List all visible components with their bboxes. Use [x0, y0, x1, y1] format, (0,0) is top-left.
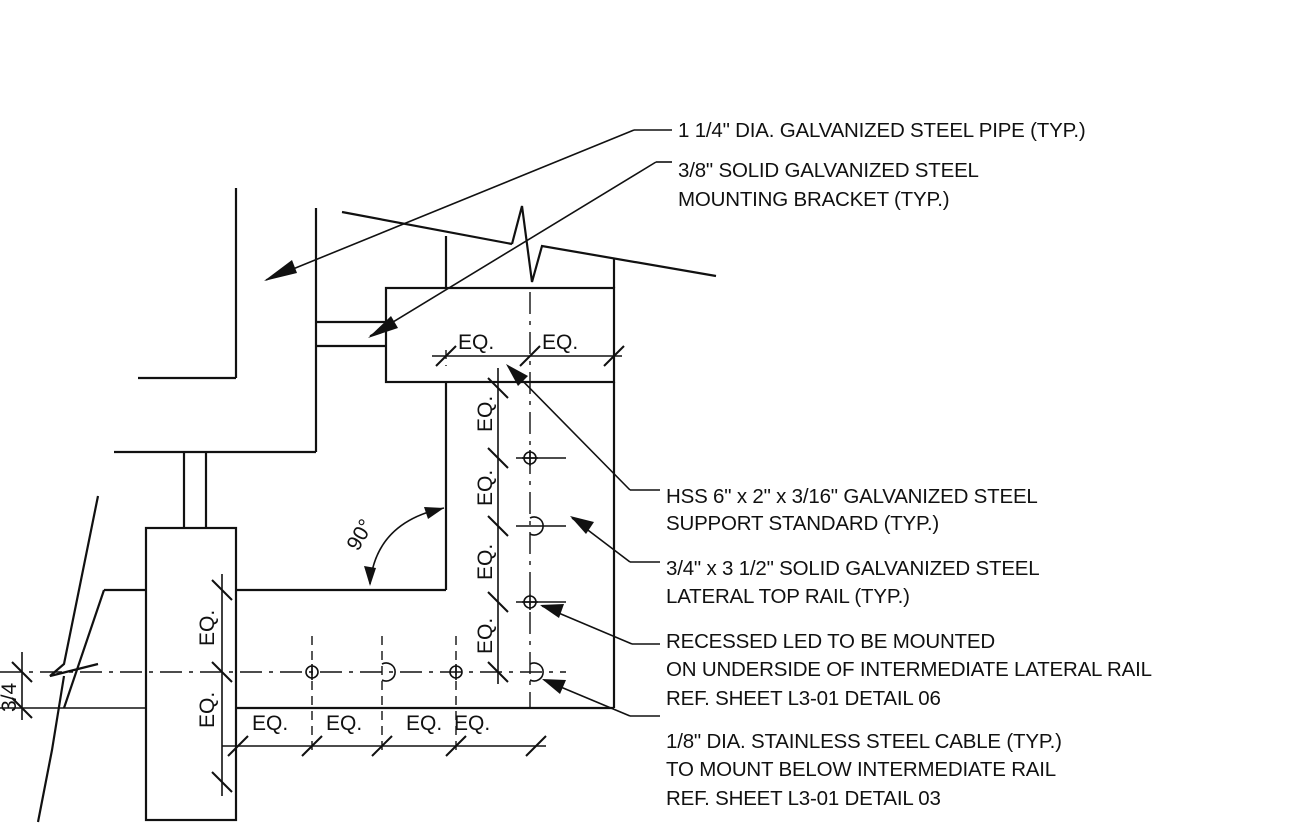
cable-icon [529, 516, 544, 536]
dimension-label-eq: EQ. [474, 544, 497, 580]
note-hss: HSS 6" x 2" x 3/16" GALVANIZED STEEL [666, 485, 1038, 508]
cable-icon [529, 662, 544, 682]
dimension-label-eq: EQ. [454, 712, 490, 735]
dimension-label-eq: EQ. [326, 712, 362, 735]
angle-label: 90° [342, 515, 378, 554]
dimension-label-eq: EQ. [458, 331, 494, 354]
pipe-outline [114, 188, 318, 454]
mounting-bracket-upper [316, 320, 386, 348]
lateral-top-rail [236, 382, 616, 710]
dimension-label-eq: EQ. [406, 712, 442, 735]
led-symbols [305, 450, 538, 680]
dimension-label-eq: EQ. [474, 396, 497, 432]
note-hss: SUPPORT STANDARD (TYP.) [666, 512, 939, 535]
dimension-label-eq: EQ. [542, 331, 578, 354]
lower-support-standard [144, 526, 238, 822]
note-pipe: 1 1/4" DIA. GALVANIZED STEEL PIPE (TYP.) [678, 119, 1086, 142]
upper-support-plate [384, 286, 616, 384]
dimension-label-eq: EQ. [252, 712, 288, 735]
dimension-labels: EQ. EQ. EQ. EQ. EQ. EQ. EQ. EQ. EQ. EQ. … [0, 331, 578, 735]
cable-symbols [381, 516, 544, 682]
upper-rail-break [341, 205, 717, 288]
mounting-bracket-lower [182, 452, 208, 528]
dimension-lines [11, 345, 625, 796]
dimension-label-eq: EQ. [196, 692, 219, 728]
dimension-label-eq: EQ. [474, 470, 497, 506]
lower-rail-break [0, 495, 146, 823]
note-led: RECESSED LED TO BE MOUNTED [666, 630, 995, 653]
note-cable: 1/8" DIA. STAINLESS STEEL CABLE (TYP.) [666, 730, 1062, 753]
note-cable: REF. SHEET L3-01 DETAIL 03 [666, 787, 941, 810]
note-rail: LATERAL TOP RAIL (TYP.) [666, 585, 910, 608]
callout-notes: 1 1/4" DIA. GALVANIZED STEEL PIPE (TYP.)… [666, 119, 1152, 810]
leaders [264, 129, 672, 717]
note-rail: 3/4" x 3 1/2" SOLID GALVANIZED STEEL [666, 557, 1039, 580]
note-bracket: 3/8" SOLID GALVANIZED STEEL [678, 159, 979, 182]
dimension-label-partial: 3/4 [0, 682, 21, 712]
dimension-label-eq: EQ. [474, 618, 497, 654]
note-led: ON UNDERSIDE OF INTERMEDIATE LATERAL RAI… [666, 658, 1152, 681]
note-bracket: MOUNTING BRACKET (TYP.) [678, 188, 949, 211]
dimension-label-eq: EQ. [196, 610, 219, 646]
note-cable: TO MOUNT BELOW INTERMEDIATE RAIL [666, 758, 1056, 781]
cable-icon [381, 662, 396, 682]
note-led: REF. SHEET L3-01 DETAIL 06 [666, 687, 941, 710]
angle-indicator: 90° [342, 507, 445, 586]
